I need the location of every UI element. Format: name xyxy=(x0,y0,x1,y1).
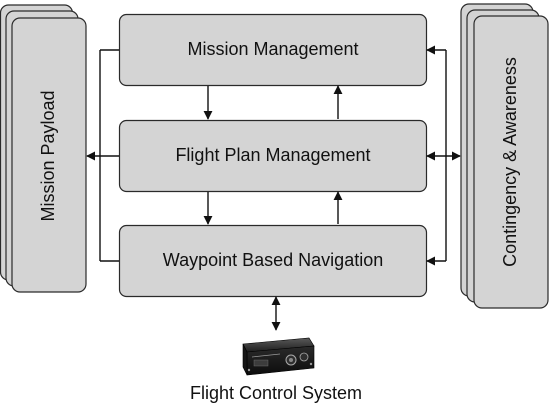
contingency-awareness-stack: Contingency & Awareness xyxy=(460,3,549,309)
flight-control-box-icon xyxy=(242,337,315,376)
mission-payload-block xyxy=(11,17,87,293)
contingency-awareness-label: Contingency & Awareness xyxy=(500,57,520,267)
mission-management-label: Mission Management xyxy=(187,39,358,59)
flight-control-system-label: Flight Control System xyxy=(190,383,362,403)
mission-management-block: Mission Management xyxy=(118,13,428,87)
flight-plan-management-label: Flight Plan Management xyxy=(175,145,370,165)
flight-plan-management-block: Flight Plan Management xyxy=(118,119,428,193)
contingency-awareness-block xyxy=(473,15,549,309)
mission-payload-label: Mission Payload xyxy=(38,90,58,221)
waypoint-navigation-label: Waypoint Based Navigation xyxy=(163,250,383,270)
mission-payload-stack: Mission Payload xyxy=(0,4,87,293)
left-bus xyxy=(86,49,119,262)
vertical-arrows xyxy=(203,85,343,225)
waypoint-navigation-block: Waypoint Based Navigation xyxy=(118,224,428,298)
right-bus xyxy=(426,45,461,266)
